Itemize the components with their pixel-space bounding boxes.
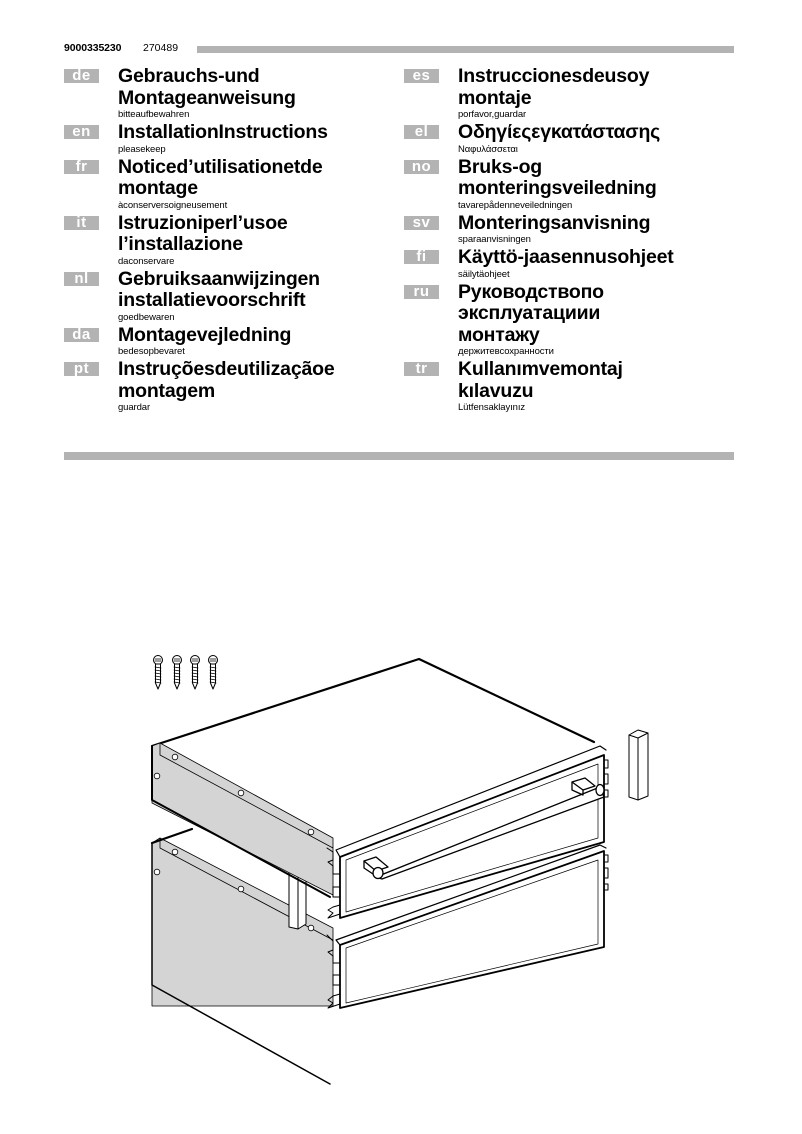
language-subtitle: porfavor,guardar (458, 109, 527, 120)
language-subtitle: àconserversoigneusement (118, 199, 228, 211)
language-badge: fr (64, 159, 99, 174)
language-subtitle: säilytäohjeet (458, 268, 510, 280)
language-entry-pt: pt Instruçõesdeutilizaçãoe montagem guar… (64, 358, 394, 413)
language-badge: it (64, 215, 99, 230)
language-entry-de: de Gebrauchs-und Montageanweisung bittea… (64, 65, 394, 120)
language-title: Instruccionesdeusoy montaje (458, 65, 650, 109)
language-subtitle: bitteaufbewahren (118, 109, 190, 120)
language-badge: de (64, 68, 99, 83)
language-title: Montagevejledning (118, 323, 292, 346)
language-badge: fi (404, 249, 439, 264)
language-title: Monteringsanvisning (458, 211, 651, 234)
language-entry-en: en InstallationInstructions pleasekeep (64, 121, 394, 155)
lower-drawer (150, 827, 609, 1085)
language-title: Οδηγίεςεγκατάστασης (458, 121, 661, 143)
language-subtitle: daconservare (118, 255, 175, 267)
language-title: Käyttö-jaasennusohjeet (458, 246, 674, 268)
language-badge: el (404, 124, 439, 139)
language-badge: es (404, 68, 439, 83)
language-subtitle: sparaanvisningen (458, 234, 531, 245)
language-subtitle: bedesopbevaret (118, 346, 185, 357)
language-entry-sv: sv Monteringsanvisning sparaanvisningen (404, 211, 734, 245)
language-title: Instruçõesdeutilizaçãoe montagem (118, 358, 335, 402)
language-entry-it: it Istruzioniperl’usoe l’installazione d… (64, 211, 394, 267)
language-title: InstallationInstructions (118, 121, 328, 143)
language-title: Gebrauchs-und Montageanweisung (118, 65, 296, 109)
language-subtitle: tavarepådenneveiledningen (458, 199, 573, 211)
language-entry-no: no Bruks-og monteringsveiledning tavarep… (404, 155, 734, 211)
language-badge: nl (64, 271, 99, 286)
language-badge: no (404, 159, 439, 174)
language-entry-da: da Montagevejledning bedesopbevaret (64, 323, 394, 357)
language-badge: pt (64, 361, 99, 376)
language-title: Руководствопо эксплуатациии монтажу (458, 280, 604, 346)
language-title: Gebruiksaanwijzingen installatievoorschr… (118, 267, 320, 311)
language-badge: tr (404, 361, 439, 376)
language-subtitle: держитевсохранности (458, 346, 554, 357)
language-subtitle: Ναφυλάσσεται (458, 143, 518, 155)
bottom-divider (64, 452, 734, 460)
language-title: Kullanımvemontaj kılavuzu (458, 358, 623, 402)
language-column-right: es Instruccionesdeusoy montaje porfavor,… (404, 65, 734, 415)
upper-drawer (150, 657, 609, 919)
document-number: 9000335230 (64, 42, 122, 54)
top-divider (197, 46, 734, 53)
language-entry-ru: ru Руководствопо эксплуатациии монтажу д… (404, 280, 734, 357)
language-badge: en (64, 124, 99, 139)
spacer-block-right (628, 729, 649, 801)
language-entry-fr: fr Noticed’utilisationetde montage àcons… (64, 155, 394, 211)
language-subtitle: goedbewaren (118, 311, 175, 323)
language-badge: ru (404, 284, 439, 299)
drawer-handle (363, 777, 605, 880)
screw-icon (153, 655, 218, 690)
language-entry-fi: fi Käyttö-jaasennusohjeet säilytäohjeet (404, 246, 734, 280)
language-badge: da (64, 327, 99, 342)
language-title: Bruks-og monteringsveiledning (458, 155, 657, 199)
language-entry-tr: tr Kullanımvemontaj kılavuzu Lütfensakla… (404, 358, 734, 413)
language-entry-el: el Οδηγίεςεγκατάστασης Ναφυλάσσεται (404, 121, 734, 155)
language-title: Istruzioniperl’usoe l’installazione (118, 211, 288, 255)
document-header: 9000335230 270489 (64, 42, 734, 56)
language-entry-nl: nl Gebruiksaanwijzingen installatievoors… (64, 267, 394, 323)
language-subtitle: Lütfensaklayınız (458, 402, 526, 413)
language-subtitle: guardar (118, 402, 151, 413)
language-badge: sv (404, 215, 439, 230)
document-sub-number: 270489 (143, 42, 179, 54)
language-column-left: de Gebrauchs-und Montageanweisung bittea… (64, 65, 394, 415)
language-title: Noticed’utilisationetde montage (118, 155, 323, 199)
language-subtitle: pleasekeep (118, 143, 166, 155)
language-entry-es: es Instruccionesdeusoy montaje porfavor,… (404, 65, 734, 120)
